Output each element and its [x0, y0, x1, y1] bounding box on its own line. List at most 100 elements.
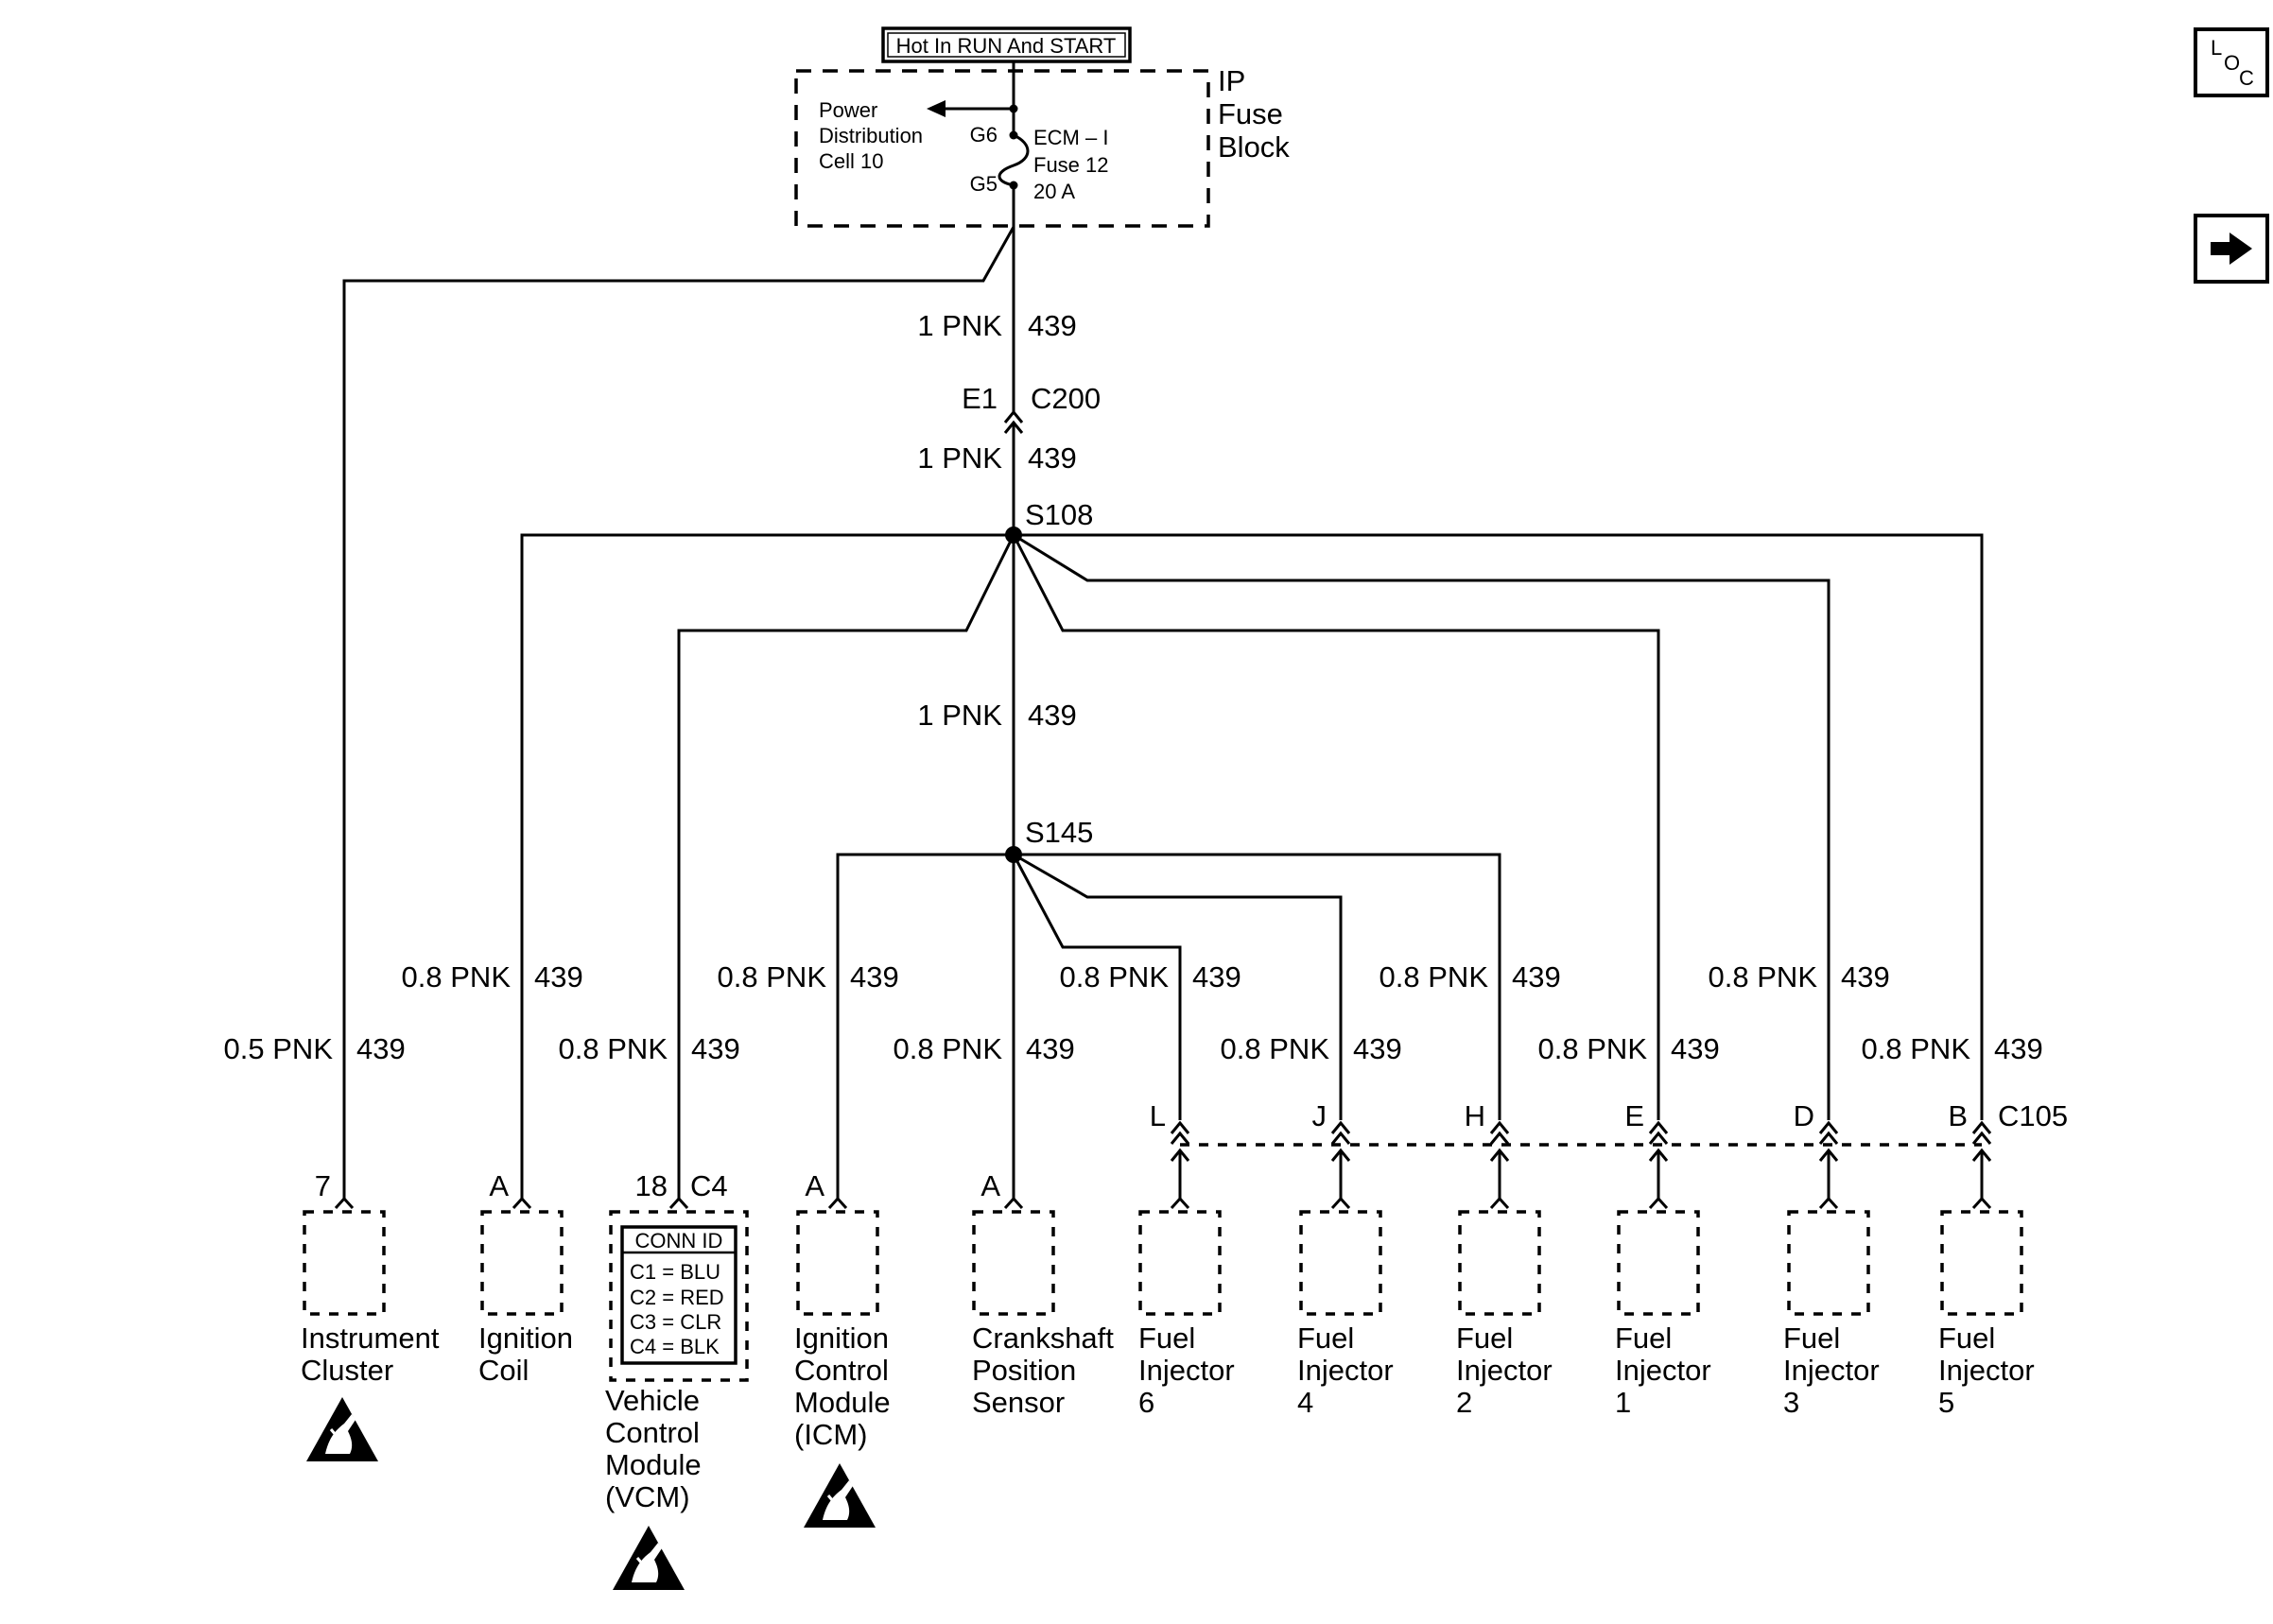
branch-labels: 0.5 PNK 439 0.8 PNK 439 0.8 PNK 439 0.8 …: [224, 960, 2043, 1065]
fuel-injector-5-box: [1940, 1210, 2023, 1316]
c200-pin: E1: [962, 382, 998, 415]
component-name-line: 3: [1783, 1386, 1799, 1419]
fuel-injector-2-label: Fuel Injector 2: [1456, 1322, 1553, 1419]
component-name-line: Fuel: [1615, 1322, 1672, 1355]
esd-warning-icon: [611, 1524, 686, 1592]
branch-circuit: 439: [1026, 1032, 1075, 1065]
branch-circuit: 439: [691, 1032, 740, 1065]
branch-gauge: 0.8 PNK: [1862, 1032, 1971, 1065]
branch-circuit: 439: [1994, 1032, 2043, 1065]
vcm-connector: C4: [690, 1169, 728, 1202]
splice-s145-label: S145: [1025, 816, 1093, 849]
splice-s145: [1005, 846, 1022, 863]
fuse-info: ECM – I Fuse 12 20 A: [1033, 126, 1109, 203]
branch-circuit: 439: [1512, 960, 1561, 993]
component-name-line: Instrument: [301, 1322, 440, 1355]
fuel-injector-6-label: Fuel Injector 6: [1138, 1322, 1235, 1419]
injector-2-wire: [1014, 853, 1501, 1120]
ignition-coil-wire: [520, 533, 1014, 1199]
esd-warning-icon: [802, 1461, 877, 1529]
component-name-line: Injector: [1297, 1354, 1394, 1387]
component-name-line: Position: [972, 1354, 1076, 1387]
component-name-line: Cluster: [301, 1354, 393, 1387]
svg-text:L: L: [2211, 36, 2222, 60]
c105-pin-label: E: [1624, 1099, 1644, 1132]
c105-pin-label: J: [1312, 1099, 1327, 1132]
component-name-line: 5: [1938, 1386, 1954, 1419]
fuel-injector-4-box: [1299, 1210, 1382, 1316]
conn-id-row: C1 = BLU: [630, 1260, 720, 1284]
injector-1-wire: [1012, 534, 1660, 1120]
location-icon: L O C: [2211, 36, 2254, 90]
ignition-coil-label: Ignition Coil: [478, 1322, 573, 1387]
connector-c105-pins: [1170, 1120, 1992, 1199]
fuel-injector-3-box: [1787, 1210, 1870, 1316]
branch-gauge: 0.8 PNK: [1221, 1032, 1330, 1065]
component-name-line: 2: [1456, 1386, 1472, 1419]
fuel-injector-6-box: [1138, 1210, 1222, 1316]
c105-pin-label: D: [1794, 1099, 1814, 1132]
branch-gauge: 0.8 PNK: [718, 960, 827, 993]
splice-s108: [1005, 527, 1022, 544]
branch-gauge: 0.8 PNK: [402, 960, 512, 993]
power-source-text: Hot In RUN And START: [896, 34, 1117, 58]
icm-wire: [836, 853, 1014, 1199]
component-name-line: Injector: [1138, 1354, 1235, 1387]
branch-gauge: 0.8 PNK: [1060, 960, 1170, 993]
component-name-line: Fuel: [1783, 1322, 1840, 1355]
icm-pin: A: [805, 1169, 824, 1202]
component-name-line: Module: [605, 1448, 702, 1481]
c200-id: C200: [1031, 382, 1101, 415]
power-dist-line-3: Cell 10: [819, 149, 883, 173]
component-name-line: (VCM): [605, 1480, 690, 1513]
fuse-block-title-1: IP: [1218, 64, 1245, 97]
power-source-label: Hot In RUN And START: [881, 26, 1132, 63]
component-name-line: Vehicle: [605, 1384, 700, 1417]
icm-box: [796, 1210, 879, 1316]
next-page-button[interactable]: [2194, 214, 2269, 284]
branch-gauge: 0.5 PNK: [224, 1032, 334, 1065]
fuse-icon: [998, 133, 1030, 187]
component-name-line: 1: [1615, 1386, 1631, 1419]
component-name-line: Control: [794, 1354, 889, 1387]
power-dist-line-1: Power: [819, 98, 877, 122]
branch-circuit: 439: [356, 1032, 406, 1065]
fuse-tap-dot: [1009, 104, 1018, 113]
instrument-cluster-label: Instrument Cluster: [301, 1322, 440, 1387]
ip-fuse-block-outline: [794, 69, 1210, 228]
injector-6-wire: [1012, 854, 1182, 1120]
fuel-injector-2-box: [1458, 1210, 1541, 1316]
power-dist-line-2: Distribution: [819, 124, 923, 147]
instrument-cluster-pin: 7: [315, 1169, 331, 1202]
trunk-upper-gauge: 1 PNK: [917, 309, 1002, 342]
fuse-out-pin: G5: [970, 172, 998, 196]
branch-circuit: 439: [1192, 960, 1241, 993]
branch-circuit: 439: [1671, 1032, 1720, 1065]
fuse-info-line-3: 20 A: [1033, 180, 1075, 203]
ignition-coil-pin: A: [489, 1169, 509, 1202]
branch-gauge: 0.8 PNK: [559, 1032, 668, 1065]
fuse-block-title-3: Block: [1218, 130, 1290, 164]
branch-gauge: 0.8 PNK: [1538, 1032, 1648, 1065]
c105-pin-h: [1489, 1120, 1510, 1199]
power-distribution-label: Power Distribution Cell 10: [819, 98, 923, 173]
component-name-line: Crankshaft: [972, 1322, 1114, 1355]
icm-label: Ignition Control Module (ICM): [794, 1322, 891, 1451]
c105-pin-b: [1971, 1120, 1992, 1199]
fuel-injector-5-label: Fuel Injector 5: [1938, 1322, 2035, 1419]
branch-circuit: 439: [1353, 1032, 1402, 1065]
c105-pin-d: [1818, 1120, 1839, 1199]
trunk-lower-circuit: 439: [1028, 441, 1077, 475]
conn-id-row: C2 = RED: [630, 1286, 724, 1309]
c105-pin-label: B: [1948, 1099, 1968, 1132]
trunk-lower-gauge: 1 PNK: [917, 441, 1002, 475]
fuse-in-pin: G6: [970, 123, 998, 147]
svg-text:O: O: [2224, 51, 2240, 75]
component-name-line: 6: [1138, 1386, 1154, 1419]
esd-warning-icon: [304, 1395, 380, 1463]
component-name-line: 4: [1297, 1386, 1313, 1419]
location-button[interactable]: L O C: [2194, 27, 2269, 97]
trunk-mid-gauge: 1 PNK: [917, 699, 1002, 732]
vcm-wire: [677, 534, 1015, 1199]
